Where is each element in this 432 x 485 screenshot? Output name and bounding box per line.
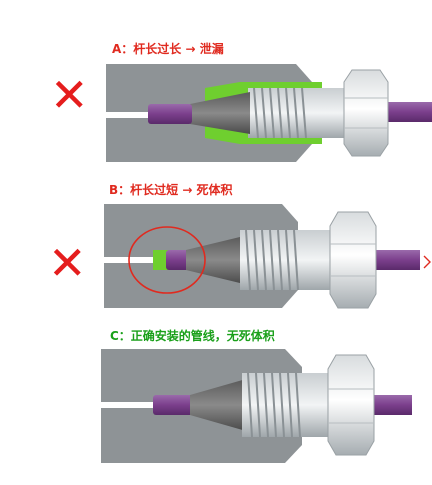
tubing	[148, 102, 432, 124]
threaded-fitting	[242, 372, 304, 438]
ferrule	[190, 379, 246, 431]
panel-c-diagram	[101, 349, 412, 463]
panel-b-caption: B：杆长过短 → 死体积	[109, 183, 233, 197]
ferrule	[190, 92, 250, 134]
threaded-fitting	[240, 229, 300, 291]
edge-arrow-icon	[423, 255, 431, 269]
tubing	[153, 395, 412, 415]
dead-volume	[153, 250, 169, 270]
hex-nut	[304, 354, 375, 456]
incorrect-x-icon: ✕	[48, 236, 87, 290]
incorrect-x-icon: ✕	[50, 68, 89, 122]
tubing	[166, 250, 420, 270]
panel-a-diagram	[106, 64, 432, 162]
hex-nut	[300, 211, 377, 309]
dead-volume-highlight-circle	[128, 226, 206, 294]
hex-nut	[314, 69, 389, 157]
panel-c-caption: C：正确安装的管线，无死体积	[110, 329, 275, 343]
panel-b-diagram	[104, 204, 431, 309]
ferrule	[186, 236, 244, 284]
panel-a-caption: A：杆长过长 → 泄漏	[112, 42, 224, 56]
threaded-fitting	[248, 87, 314, 139]
